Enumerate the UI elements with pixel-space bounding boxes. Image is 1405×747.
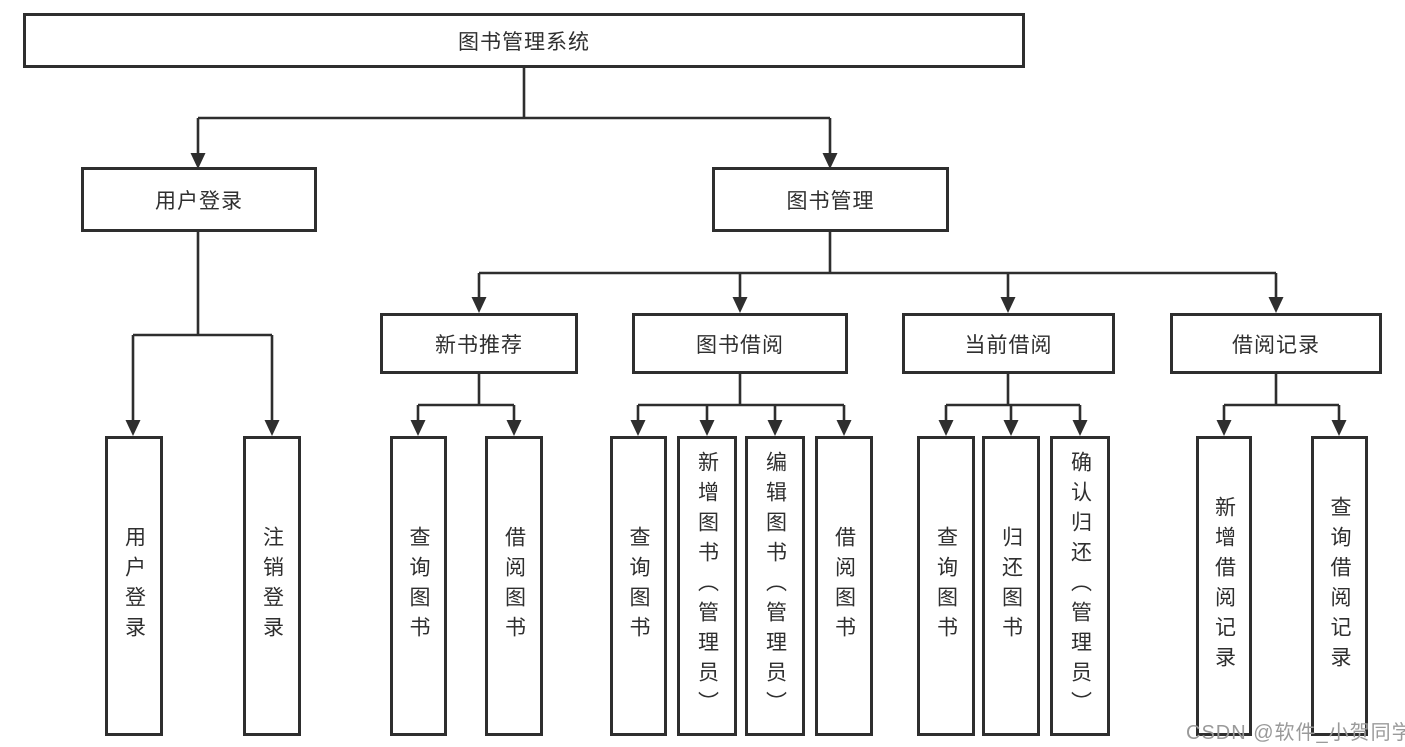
leaf-query-borrow-record: 查询借阅记录	[1311, 436, 1368, 736]
leaf-confirm-return-admin: 确认归还（管理员）	[1050, 436, 1110, 736]
arrowhead-icon	[1000, 297, 1016, 313]
leaf-label: 查询图书	[934, 526, 958, 646]
arrowhead-icon	[1216, 420, 1232, 436]
leaf-label: 归还图书	[999, 526, 1023, 646]
leaf-label: 查询图书	[627, 526, 650, 646]
arrowhead-icon	[264, 420, 280, 436]
arrowhead-icon	[938, 420, 954, 436]
arrowhead-icon	[836, 420, 852, 436]
leaf-label: 编辑图书（管理员）	[763, 451, 787, 721]
leaf-user-login: 用户登录	[105, 436, 163, 736]
leaf-logout: 注销登录	[243, 436, 301, 736]
arrowhead-icon	[410, 420, 426, 436]
leaf-label: 用户登录	[122, 526, 146, 646]
leaf-query-books-borrow: 查询图书	[610, 436, 667, 736]
arrowhead-icon	[1072, 420, 1088, 436]
leaf-label: 查询图书	[407, 526, 430, 646]
arrowhead-icon	[630, 420, 646, 436]
leaf-borrow-books: 借阅图书	[815, 436, 873, 736]
leaf-label: 借阅图书	[832, 526, 856, 646]
leaf-label: 新增借阅记录	[1212, 496, 1236, 676]
leaf-query-books-recommend: 查询图书	[390, 436, 447, 736]
node-current-borrow-label: 当前借阅	[964, 333, 1053, 357]
leaf-label: 借阅图书	[502, 526, 526, 646]
leaf-add-books-admin: 新增图书（管理员）	[677, 436, 737, 736]
watermark: CSDN @软件_小贺同学	[1186, 722, 1405, 744]
leaf-borrow-books-recommend: 借阅图书	[485, 436, 543, 736]
node-root: 图书管理系统	[23, 13, 1025, 68]
leaf-label: 确认归还（管理员）	[1068, 451, 1092, 721]
node-current-borrow: 当前借阅	[902, 313, 1115, 374]
arrowhead-icon	[1331, 420, 1347, 436]
node-new-book-recommend-label: 新书推荐	[435, 333, 523, 357]
node-user-login-label: 用户登录	[155, 189, 243, 213]
leaf-query-books-current: 查询图书	[917, 436, 975, 736]
arrowhead-icon	[1268, 297, 1284, 313]
arrowhead-icon	[699, 420, 715, 436]
arrowhead-icon	[125, 420, 141, 436]
arrowhead-icon	[732, 297, 748, 313]
leaf-add-borrow-record: 新增借阅记录	[1196, 436, 1252, 736]
leaf-label: 查询借阅记录	[1328, 496, 1351, 676]
arrowhead-icon	[1003, 420, 1019, 436]
node-book-management-label: 图书管理	[786, 189, 875, 213]
node-new-book-recommend: 新书推荐	[380, 313, 578, 374]
arrowhead-icon	[506, 420, 522, 436]
leaf-edit-books-admin: 编辑图书（管理员）	[745, 436, 805, 736]
node-borrow-records: 借阅记录	[1170, 313, 1382, 374]
node-user-login: 用户登录	[81, 167, 317, 232]
node-book-management: 图书管理	[712, 167, 949, 232]
arrowhead-icon	[471, 297, 487, 313]
leaf-label: 注销登录	[260, 526, 284, 646]
leaf-return-books: 归还图书	[982, 436, 1040, 736]
leaf-label: 新增图书（管理员）	[695, 451, 719, 721]
node-borrow-records-label: 借阅记录	[1232, 333, 1320, 357]
node-root-label: 图书管理系统	[458, 30, 590, 54]
arrowhead-icon	[767, 420, 783, 436]
node-book-borrow-label: 图书借阅	[696, 333, 784, 357]
node-book-borrow: 图书借阅	[632, 313, 848, 374]
